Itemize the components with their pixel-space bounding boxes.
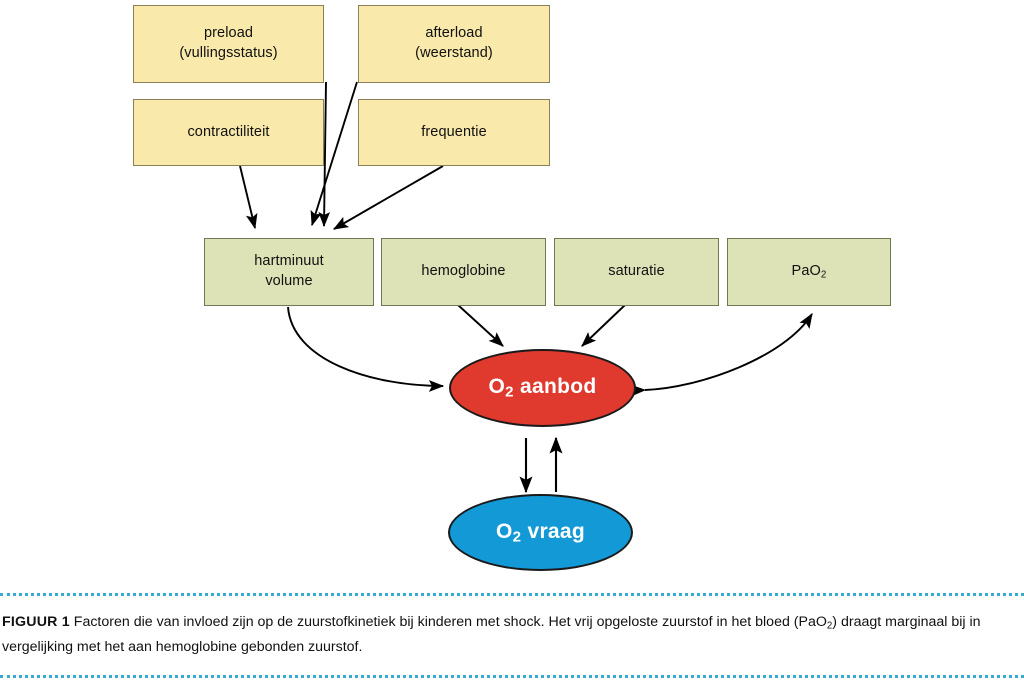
node-afterload-line1: afterload	[425, 25, 483, 42]
caption-rule-bottom	[0, 675, 1024, 678]
node-o2-aanbod-subscript: 2	[505, 383, 514, 401]
arrow-frequentie-to-hartminuutvolume	[333, 165, 444, 230]
node-afterload-line2: (weerstand)	[415, 45, 493, 61]
figure-diagram-area: preload (vullingsstatus) afterload (weer…	[133, 5, 891, 571]
node-contractiliteit-label: contractiliteit	[187, 123, 270, 140]
node-o2-aanbod-prefix: O	[488, 375, 506, 399]
arrow-hartminuutvolume-to-o2-aanbod	[287, 306, 445, 392]
node-hemoglobine[interactable]: hemoglobine	[381, 238, 546, 306]
arrow-contractiliteit-to-hartminuutvolume	[239, 165, 258, 230]
node-o2-vraag-suffix: vraag	[521, 519, 586, 543]
node-pao2-subscript: 2	[820, 269, 827, 281]
figure-caption-part2: ) draagt marginaal bij in vergelijking m…	[2, 614, 981, 655]
figure-caption-text: FIGUUR 1 Factoren die van invloed zijn o…	[2, 610, 1020, 659]
node-o2-aanbod-suffix: aanbod	[513, 375, 597, 399]
node-saturatie-label: saturatie	[608, 263, 665, 280]
node-hartminuutvolume-line1: hartminuut	[254, 253, 324, 270]
node-frequentie-label: frequentie	[421, 123, 487, 140]
diagram-connectors	[239, 81, 813, 494]
node-contractiliteit[interactable]: contractiliteit	[133, 99, 324, 166]
node-preload[interactable]: preload (vullingsstatus)	[133, 5, 324, 83]
figure-number-label: FIGUUR 1	[2, 614, 70, 630]
arrow-afterload-to-hartminuutvolume	[310, 81, 358, 227]
node-preload-line2: (vullingsstatus)	[179, 45, 278, 61]
node-pao2[interactable]: PaO2	[727, 238, 891, 306]
node-preload-line1: preload	[203, 25, 254, 42]
node-frequentie[interactable]: frequentie	[358, 99, 550, 166]
arrow-hemoglobine-to-o2-aanbod	[457, 304, 504, 347]
node-hemoglobine-label: hemoglobine	[421, 263, 506, 280]
node-hartminuutvolume-line2: volume	[265, 273, 313, 289]
node-afterload[interactable]: afterload (weerstand)	[358, 5, 550, 83]
figure-caption-subscript: 2	[826, 620, 833, 632]
arrow-pao2-o2-aanbod-bidirectional	[630, 313, 813, 397]
figure-caption-part1: Factoren die van invloed zijn op de zuur…	[73, 614, 827, 630]
node-o2-vraag-subscript: 2	[512, 528, 522, 546]
arrow-saturatie-to-o2-aanbod	[581, 304, 626, 347]
node-o2-aanbod[interactable]: O2 aanbod	[449, 349, 636, 427]
caption-rule-top	[0, 593, 1024, 596]
figure-caption-block: FIGUUR 1 Factoren die van invloed zijn o…	[0, 588, 1024, 683]
node-saturatie[interactable]: saturatie	[554, 238, 719, 306]
node-pao2-label: PaO	[791, 263, 821, 280]
arrow-preload-to-hartminuutvolume	[318, 81, 331, 228]
node-o2-vraag[interactable]: O2 vraag	[448, 494, 633, 571]
node-hartminuutvolume[interactable]: hartminuut volume	[204, 238, 374, 306]
node-o2-vraag-prefix: O	[495, 519, 513, 543]
